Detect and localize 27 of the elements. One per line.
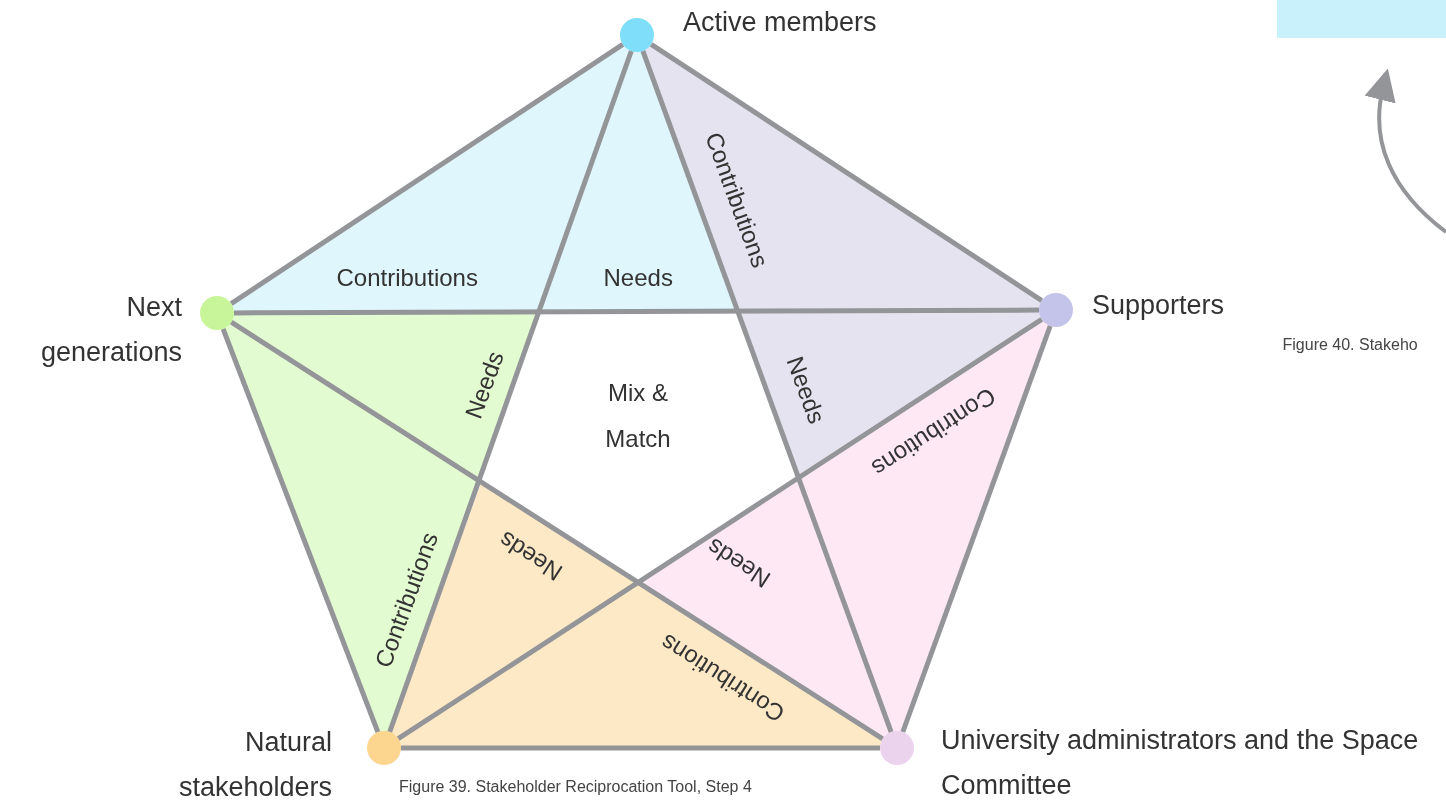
connector-line <box>387 50 634 733</box>
figure-caption: Figure 40. Stakeho <box>1282 336 1418 354</box>
connector-line <box>229 42 625 306</box>
connector-line <box>220 327 381 734</box>
figure-caption: Figure 39. Stakeholder Reciprocation Tool, Step 4 <box>399 778 752 796</box>
region-label: Needs <box>459 347 510 423</box>
connector-line <box>640 50 894 733</box>
stakeholder-dot <box>1039 293 1073 327</box>
region-label: Needs <box>780 352 831 428</box>
region-label: Contributions <box>336 264 478 292</box>
stakeholder-label: Active members <box>683 6 878 39</box>
connector-line <box>396 317 1044 741</box>
stakeholder-label: Supporters <box>1092 289 1226 322</box>
connector-line <box>649 42 1044 303</box>
connector-line <box>900 325 1053 733</box>
stakeholder-dot <box>620 18 654 52</box>
stakeholder-dot <box>200 296 234 330</box>
region-label: Needs <box>603 264 673 292</box>
stakeholder-label: Next generations <box>39 291 182 369</box>
stakeholder-dot <box>880 731 914 765</box>
connector-line <box>229 320 885 741</box>
center-label: Mix & Match <box>604 378 672 454</box>
stakeholder-dot <box>367 731 401 765</box>
stakeholder-label: University administrators and the Space Committee <box>941 724 1420 802</box>
connector-line <box>401 745 880 751</box>
connector-line <box>234 307 1039 316</box>
stakeholder-label: Natural stakeholders <box>177 726 332 804</box>
